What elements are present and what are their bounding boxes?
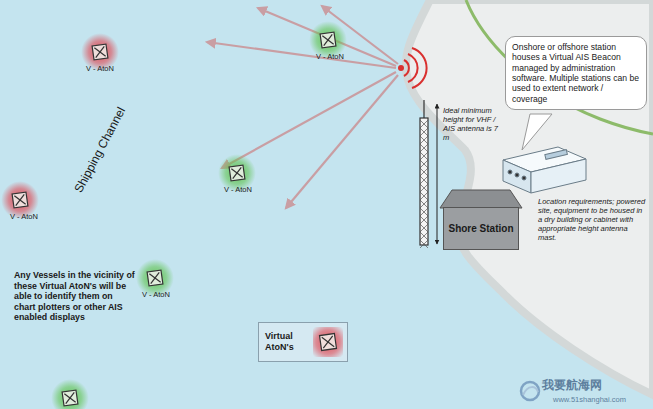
wave-source [398,65,404,71]
marker-label: V - AtoN [308,52,352,61]
location-note: Location requirements; powered site, equ… [538,197,648,242]
callout-tail [522,114,552,150]
node-text: Shore Station [447,223,515,235]
coast-green-line [466,0,653,134]
aton-symbol [313,327,343,357]
shore-station-box: Shore Station [443,207,519,250]
aton-symbol [147,270,163,286]
aton-symbol [12,192,28,208]
aton-symbol [320,32,336,48]
aton-symbol [62,390,78,406]
node-text: Virtual AtoN's [265,331,311,353]
marker-label: V - AtoN [78,64,122,73]
signal-arrows [207,6,398,208]
radio-waves [404,48,427,88]
marker-label: V - AtoN [134,290,178,299]
vessel-note: Any Vessels in the vicinity of these Vir… [14,270,136,323]
channel-label: Shipping Channel [71,105,128,195]
watermark-logo [521,382,539,400]
marker-glow [313,327,343,357]
height-dimension [437,104,438,244]
ais-beacon-device [503,147,586,193]
land [406,0,653,395]
antenna-note: Ideal minimum height for VHF / AIS anten… [443,106,501,142]
watermark: 我要航海网 [542,378,642,392]
watermark: www.51shanghai.com [553,395,651,404]
aton-symbol [229,165,245,181]
legend-box: Virtual AtoN's [258,322,348,362]
marker-glow [51,379,89,409]
node-text: Onshore or offshore station houses a Vir… [512,42,640,104]
aton-symbol [320,334,337,351]
marker-label: V - AtoN [2,212,46,221]
antenna-mast [420,100,428,248]
callout-bubble: Onshore or offshore station houses a Vir… [505,36,647,110]
aton-symbol [92,44,108,60]
shore-station-roof [440,190,522,208]
marker-label: V - AtoN [216,185,260,194]
